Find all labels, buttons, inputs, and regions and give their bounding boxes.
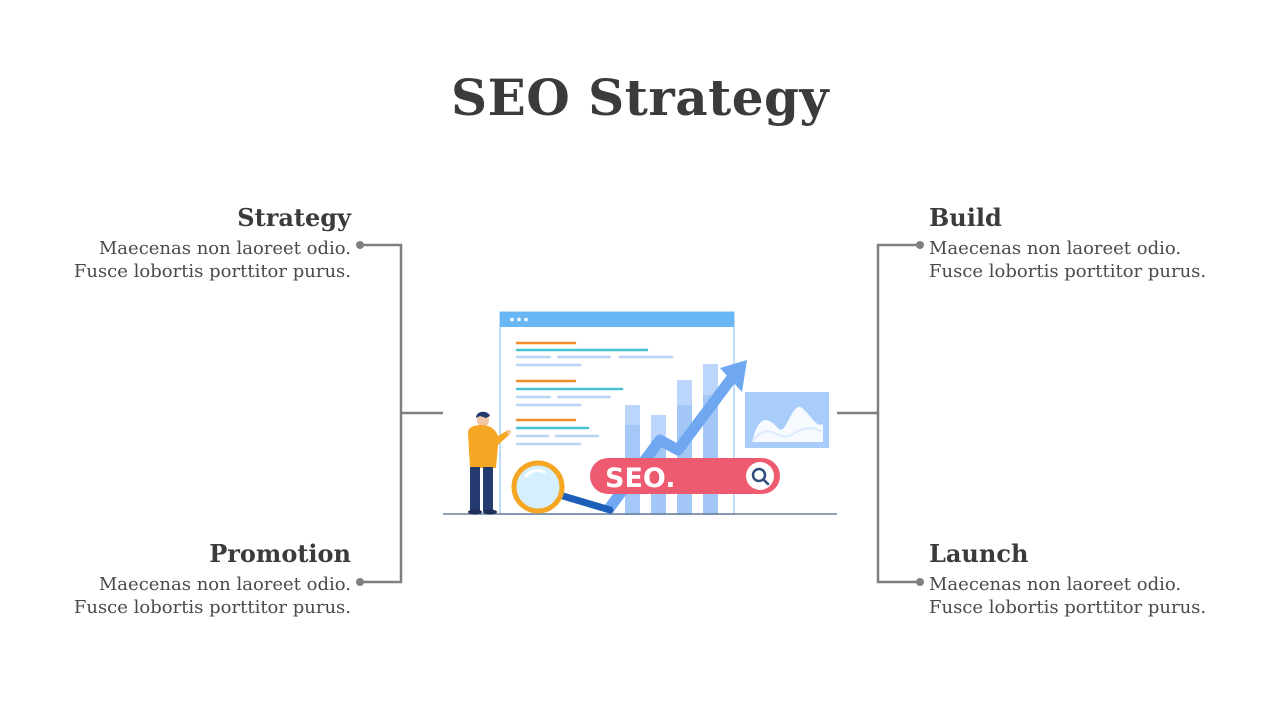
item-heading: Build xyxy=(929,203,1002,232)
left-bracket xyxy=(360,243,403,584)
person-icon xyxy=(468,411,512,515)
page-title: SEO Strategy xyxy=(450,68,830,127)
item-heading: Promotion xyxy=(209,539,351,568)
item-strategy: Strategy Maecenas non laoreet odio.Fusce… xyxy=(21,203,351,283)
item-launch: Launch Maecenas non laoreet odio.Fusce l… xyxy=(929,539,1259,619)
wave-chart-card-icon xyxy=(745,392,829,448)
seo-illustration: SEO. xyxy=(443,311,837,515)
magnifier-icon xyxy=(511,460,614,514)
strategy-dot xyxy=(356,241,364,249)
item-heading: Launch xyxy=(929,539,1029,568)
right-bracket xyxy=(876,243,920,584)
item-description: Maecenas non laoreet odio.Fusce lobortis… xyxy=(73,574,351,618)
promotion-dot xyxy=(356,578,364,586)
item-description: Maecenas non laoreet odio.Fusce lobortis… xyxy=(929,574,1207,618)
item-promotion: Promotion Maecenas non laoreet odio.Fusc… xyxy=(21,539,351,619)
item-description: Maecenas non laoreet odio.Fusce lobortis… xyxy=(929,238,1207,282)
seo-badge-text: SEO. xyxy=(605,463,676,494)
build-dot xyxy=(916,241,924,249)
item-build: Build Maecenas non laoreet odio.Fusce lo… xyxy=(929,203,1259,283)
seo-search-badge: SEO. xyxy=(590,458,780,494)
item-description: Maecenas non laoreet odio.Fusce lobortis… xyxy=(73,238,351,282)
launch-dot xyxy=(916,578,924,586)
item-heading: Strategy xyxy=(237,203,351,232)
search-icon xyxy=(746,462,774,490)
